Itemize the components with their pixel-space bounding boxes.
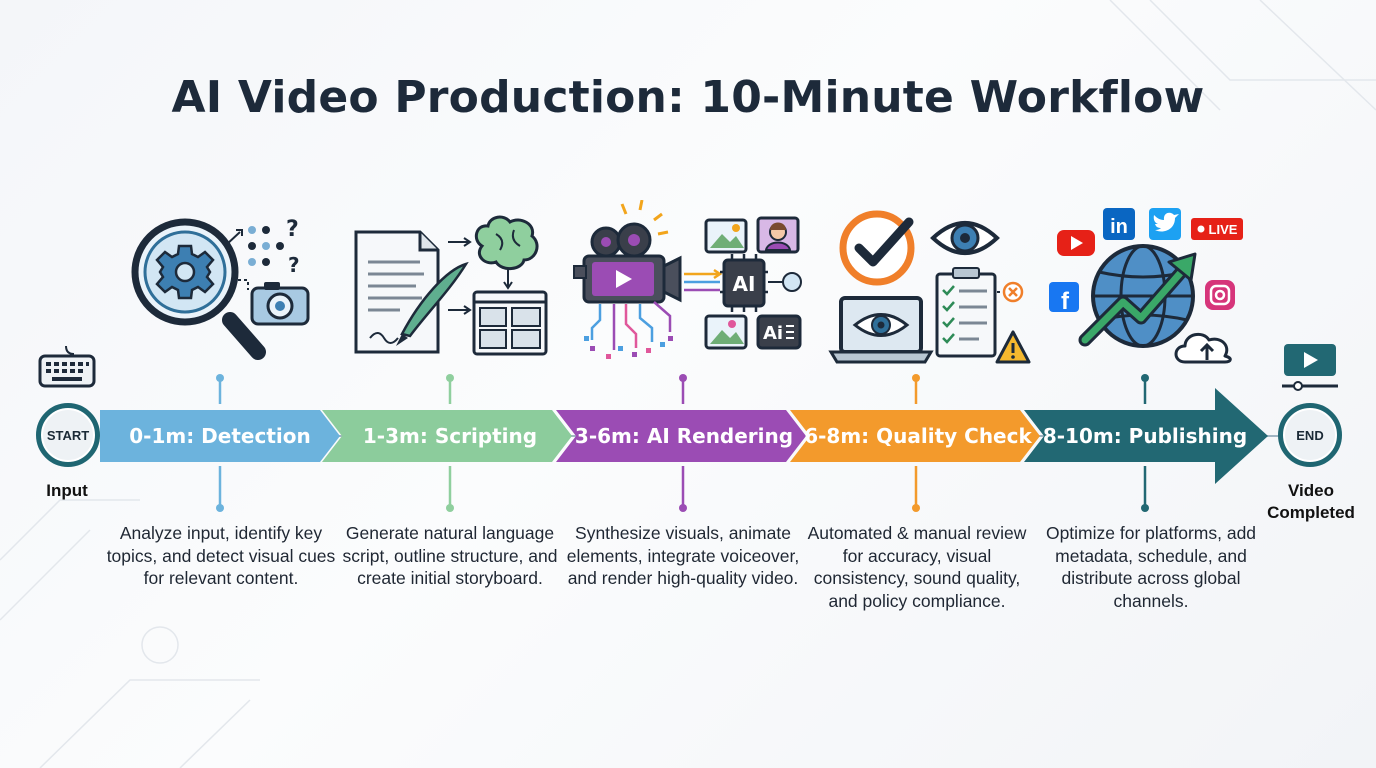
stage-arrow-scripting — [322, 410, 572, 462]
detection-illustration: ? ? — [131, 217, 310, 360]
stage-label-detection: 0-1m: Detection — [129, 424, 311, 448]
quality-check-illustration — [828, 210, 1031, 364]
connector-dot-detection — [216, 374, 224, 382]
svg-text:f: f — [1061, 288, 1070, 315]
dots-question-icon: ? ? — [225, 217, 300, 290]
connector-dot-scripting — [446, 374, 454, 382]
linkedin-icon: in — [1103, 208, 1135, 240]
document-quill-icon — [354, 230, 469, 354]
stage-arrow-publishing — [1024, 388, 1268, 484]
stage-label-ai-rendering: 3-6m: AI Rendering — [574, 424, 794, 448]
stage-description-quality-check: Automated & manual review for accuracy, … — [807, 523, 1027, 611]
svg-text:?: ? — [288, 253, 300, 277]
keyboard-icon — [38, 345, 96, 388]
svg-text:?: ? — [286, 217, 299, 242]
checklist-icon — [935, 267, 1024, 358]
laptop-eye-icon — [828, 296, 934, 364]
rendering-illustration: AI Ai — [573, 200, 802, 359]
stage-arrow-quality-check — [790, 410, 1040, 462]
svg-text:AI: AI — [733, 272, 756, 296]
cloud-upload-icon — [1174, 332, 1232, 364]
image-icon — [704, 218, 748, 350]
avatar-icon — [756, 216, 800, 254]
warning-icon — [995, 330, 1031, 364]
svg-text:Ai: Ai — [763, 323, 783, 344]
connector-dot-publishing — [1141, 374, 1149, 382]
twitter-icon — [1149, 208, 1181, 240]
connector-dot-scripting — [446, 504, 454, 512]
storyboard-icon — [448, 290, 548, 356]
stage-label-publishing: 8-10m: Publishing — [1042, 424, 1248, 448]
live-icon: LIVE — [1191, 218, 1243, 240]
start-caption: Input — [46, 481, 88, 500]
stage-description-detection: Analyze input, identify key topics, and … — [106, 523, 336, 588]
end-badge: END — [1278, 403, 1342, 467]
end-caption: Video Completed — [1267, 481, 1355, 522]
stage-description-ai-rendering: Synthesize visuals, animate elements, in… — [566, 523, 800, 588]
camera-icon — [250, 282, 310, 326]
ai-badge-icon: Ai — [756, 314, 802, 350]
eye-icon — [930, 221, 1000, 255]
page-title: AI Video Production: 10-Minute Workflow — [171, 72, 1205, 123]
video-player-icon — [1282, 344, 1338, 391]
connector-dot-publishing — [1141, 504, 1149, 512]
youtube-icon — [1057, 230, 1095, 256]
connector-dot-quality-check — [912, 374, 920, 382]
video-camera-icon — [573, 200, 682, 359]
connector-dot-ai-rendering — [679, 504, 687, 512]
stage-description-publishing: Optimize for platforms, add metadata, sc… — [1045, 523, 1257, 611]
connector-dot-ai-rendering — [679, 374, 687, 382]
facebook-icon: f — [1049, 282, 1079, 315]
brain-icon — [448, 215, 539, 290]
globe-growth-icon — [1078, 244, 1197, 348]
checkmark-icon — [839, 210, 915, 286]
connector-dot-detection — [216, 504, 224, 512]
scripting-illustration — [354, 215, 548, 356]
stage-arrow-detection — [100, 410, 340, 462]
ai-chip-icon: AI — [684, 254, 802, 312]
stage-arrow-ai-rendering — [556, 410, 806, 462]
connector-dot-quality-check — [912, 504, 920, 512]
stage-label-scripting: 1-3m: Scripting — [362, 424, 538, 448]
svg-text:in: in — [1110, 216, 1128, 238]
magnifier-gear-icon — [131, 218, 266, 360]
start-badge: START — [36, 403, 100, 467]
instagram-icon — [1205, 280, 1235, 310]
svg-text:LIVE: LIVE — [1209, 222, 1238, 237]
stage-label-quality-check: 6-8m: Quality Check — [804, 424, 1032, 448]
stage-description-scripting: Generate natural language script, outlin… — [342, 523, 558, 588]
publishing-illustration: in LIVE f — [1049, 208, 1243, 364]
